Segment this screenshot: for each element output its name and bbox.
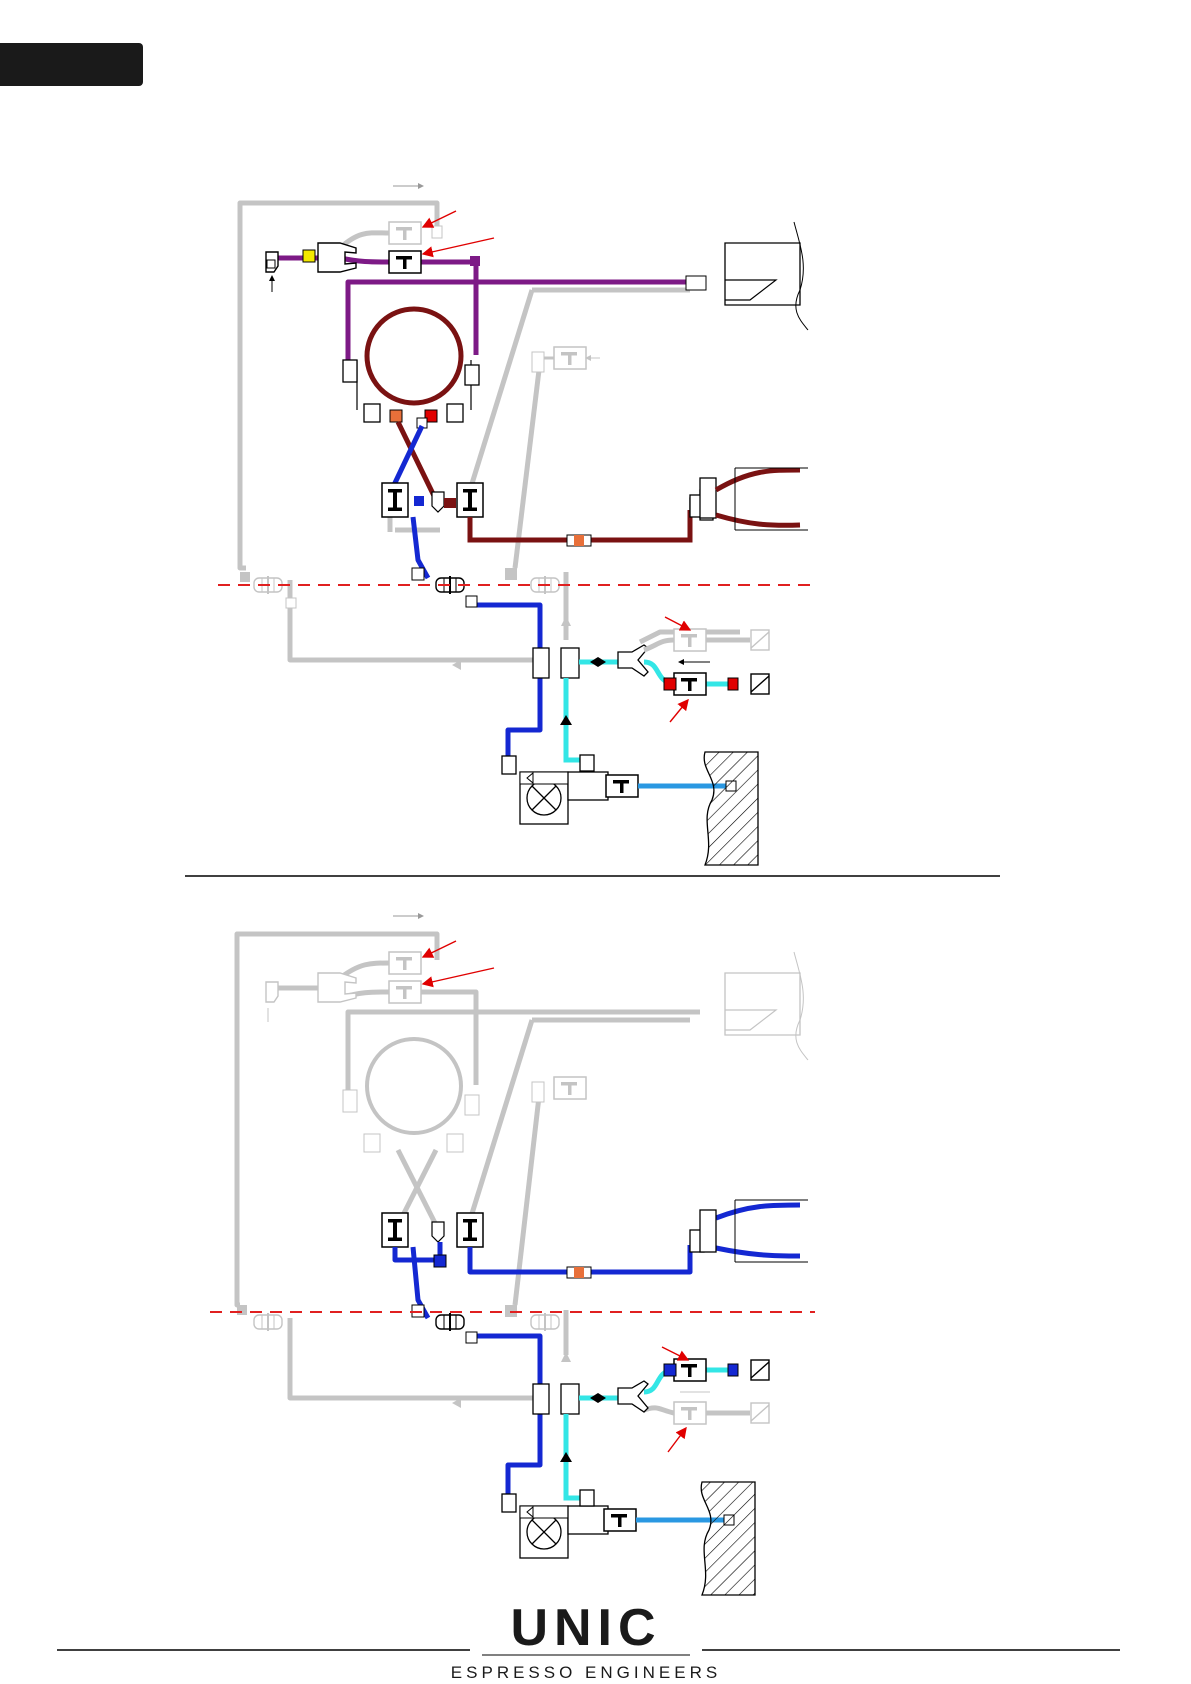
valve-inlet: [606, 775, 638, 797]
solenoid-cyan-2: [751, 1360, 769, 1380]
brand-tagline: ESPRESSO ENGINEERS: [451, 1663, 721, 1682]
valve-cyan-2: [674, 1359, 706, 1381]
valve-cyan: [674, 673, 706, 695]
valve-inlet-2: [604, 1509, 636, 1531]
gray-valve-mid-2: [554, 1077, 586, 1099]
lower-panel: [210, 913, 815, 1595]
valve-right-i-2: [457, 1213, 483, 1247]
valve-purple: [389, 251, 421, 273]
valve-left-i-2: [382, 1213, 408, 1247]
brand-logo: UNIC: [510, 1599, 661, 1657]
gray-valve-top: [389, 222, 421, 244]
coupler-blue-2: [436, 1313, 464, 1331]
coupler-gray-right-2: [531, 1313, 559, 1331]
valve-left-i: [382, 483, 408, 517]
upper-panel: [218, 183, 815, 865]
gray-valve-top-2: [389, 952, 421, 974]
gray-valve-lower-right-2: [674, 1402, 706, 1424]
coupler-gray-left-2: [254, 1313, 282, 1331]
gray-valve-upper-right: [674, 629, 706, 651]
valve-right-i: [457, 483, 483, 517]
gray-valve-2b: [389, 981, 421, 1003]
gray-valve-mid: [554, 347, 586, 369]
solenoid-cyan: [751, 674, 769, 694]
solenoid-gray-2: [751, 1403, 769, 1423]
solenoid-gray: [751, 630, 769, 650]
